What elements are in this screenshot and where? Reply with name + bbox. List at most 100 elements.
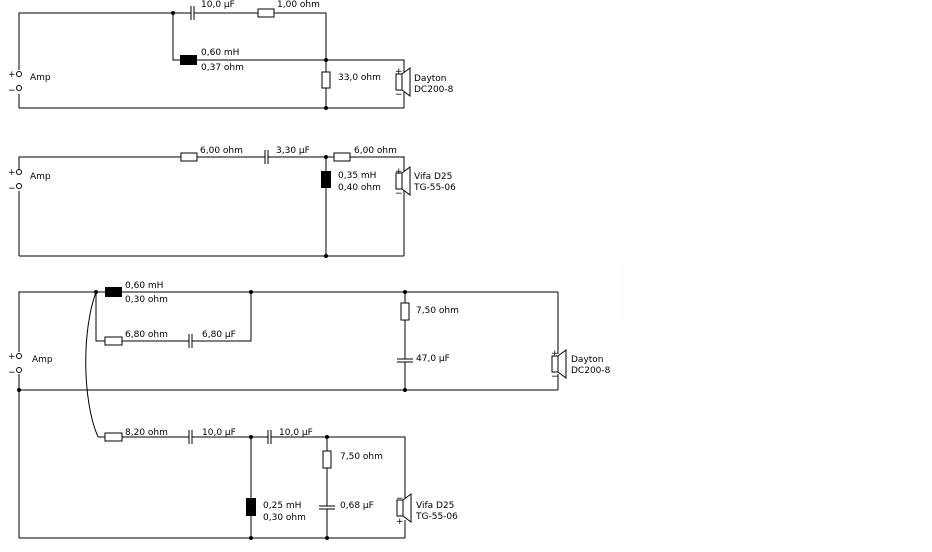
wire (192, 292, 252, 342)
series-capacitor[interactable] (190, 6, 195, 20)
speaker-plus-sign: + (395, 167, 403, 177)
tweeter-zobel-capacitor-label: 0,68 µF (340, 501, 374, 511)
tweeter-zobel-resistor[interactable] (322, 450, 332, 469)
tweeter-inductor-inductance-label: 0,25 mH (263, 501, 301, 511)
speaker-brand-label: Vifa D25 (414, 172, 452, 182)
circuit-1: + − Amp 10,0 µF 1,00 ohm 0,60 mH 0,37 oh… (8, 0, 454, 110)
parallel-resistor[interactable] (104, 336, 123, 346)
speaker-minus-sign: − (395, 189, 403, 199)
tweeter-zobel-resistor-label: 7,50 ohm (340, 452, 383, 462)
woofer-inductor-inductance-label: 0,60 mH (125, 281, 163, 291)
series-capacitor[interactable] (264, 150, 269, 164)
woofer-speaker-icon[interactable] (551, 349, 567, 379)
junction-dot (324, 254, 328, 258)
woofer-zobel-capacitor-label: 47,0 µF (416, 354, 450, 364)
wire (350, 156, 405, 171)
amp-minus-sign: − (8, 184, 16, 194)
inductor[interactable] (321, 171, 331, 188)
woofer-plus-sign: + (551, 349, 559, 359)
woofer-brand-label: Dayton (571, 355, 604, 365)
series-resistor-label: 1,00 ohm (277, 0, 320, 10)
tweeter-capacitor-2[interactable] (267, 430, 272, 444)
parallel-capacitor[interactable] (188, 334, 193, 348)
junction-dot (325, 536, 329, 540)
junction-dot (403, 388, 407, 392)
tweeter-capacitor-1[interactable] (188, 430, 193, 444)
speaker-model-label: DC200-8 (414, 85, 454, 95)
tweeter-speaker-icon[interactable] (396, 493, 412, 523)
wire (172, 13, 180, 61)
speaker-brand-label: Dayton (414, 74, 447, 84)
series-capacitor-label: 10,0 µF (201, 0, 235, 10)
parallel-resistor-label: 6,80 ohm (125, 330, 168, 340)
tweeter-plus-sign: + (396, 517, 404, 527)
tweeter-series-resistor[interactable] (104, 432, 123, 442)
series-resistor-1-label: 6,00 ohm (200, 146, 243, 156)
amp-terminal-plus[interactable] (16, 169, 22, 175)
amp-plus-sign: + (8, 168, 16, 178)
inductor-inductance-label: 0,60 mH (201, 48, 239, 58)
amp-label: Amp (30, 73, 51, 83)
amp-terminal-minus[interactable] (16, 183, 22, 189)
junction-dot (249, 290, 253, 294)
shunt-resistor[interactable] (321, 71, 331, 89)
circuit-2: + − Amp 6,00 ohm 3,30 µF 6,00 ohm 0,35 m… (8, 146, 456, 258)
inductor-resistance-label: 0,40 ohm (338, 183, 381, 193)
inductor-inductance-label: 0,35 mH (338, 171, 376, 181)
amp-plus-sign: + (8, 352, 16, 362)
series-resistor-1[interactable] (180, 152, 198, 162)
junction-dot (403, 290, 407, 294)
junction-dot (94, 290, 98, 294)
wire (274, 12, 327, 60)
woofer-inductor[interactable] (105, 287, 122, 297)
tweeter-inductor-resistance-label: 0,30 ohm (263, 513, 306, 523)
junction-dot (324, 58, 328, 62)
woofer-zobel-capacitor[interactable] (397, 358, 413, 363)
series-resistor-2[interactable] (333, 152, 351, 162)
wire (18, 156, 181, 169)
tweeter-inductor[interactable] (246, 498, 256, 516)
woofer-inductor-resistance-label: 0,30 ohm (125, 295, 168, 305)
wire (18, 12, 191, 70)
tweeter-minus-sign: − (396, 494, 404, 504)
speaker-icon[interactable] (395, 166, 411, 196)
amp-terminal-minus[interactable] (16, 85, 22, 91)
woofer-zobel-resistor-label: 7,50 ohm (416, 306, 459, 316)
amp-terminal-minus[interactable] (16, 367, 22, 373)
tweeter-zobel-capacitor[interactable] (319, 505, 335, 510)
amp-terminal-plus[interactable] (16, 353, 22, 359)
amp-minus-sign: − (8, 368, 16, 378)
tweeter-series-resistor-label: 8,20 ohm (125, 428, 168, 438)
amp-minus-sign: − (8, 86, 16, 96)
junction-dot (324, 155, 328, 159)
wire (18, 291, 105, 352)
wire (95, 292, 105, 342)
inductor-resistance-label: 0,37 ohm (201, 63, 244, 73)
amp-plus-sign: + (8, 70, 16, 80)
woofer-model-label: DC200-8 (571, 366, 611, 376)
junction-dot (324, 106, 328, 110)
series-resistor[interactable] (257, 8, 275, 18)
amp-terminal-plus[interactable] (16, 71, 22, 77)
parallel-capacitor-label: 6,80 µF (202, 330, 236, 340)
woofer-minus-sign: − (551, 372, 559, 382)
series-capacitor-label: 3,30 µF (276, 146, 310, 156)
amp-label: Amp (32, 355, 53, 365)
junction-dot (171, 11, 175, 15)
tweeter-capacitor-1-label: 10,0 µF (202, 428, 236, 438)
woofer-zobel-resistor[interactable] (400, 302, 410, 321)
junction-dot (325, 435, 329, 439)
tweeter-model-label: TG-55-06 (415, 512, 458, 522)
series-resistor-2-label: 6,00 ohm (354, 146, 397, 156)
speaker-minus-sign: − (395, 90, 403, 100)
circuit-3: + − Amp 0,60 mH 0,30 ohm 6,80 ohm 6,80 µ… (8, 281, 611, 540)
junction-dot (249, 435, 253, 439)
shunt-resistor-label: 33,0 ohm (338, 73, 381, 83)
junction-dot (17, 388, 21, 392)
inductor[interactable] (180, 55, 197, 65)
speaker-icon[interactable] (395, 67, 411, 97)
wire (271, 436, 406, 498)
amp-label: Amp (30, 172, 51, 182)
wire (85, 291, 99, 438)
